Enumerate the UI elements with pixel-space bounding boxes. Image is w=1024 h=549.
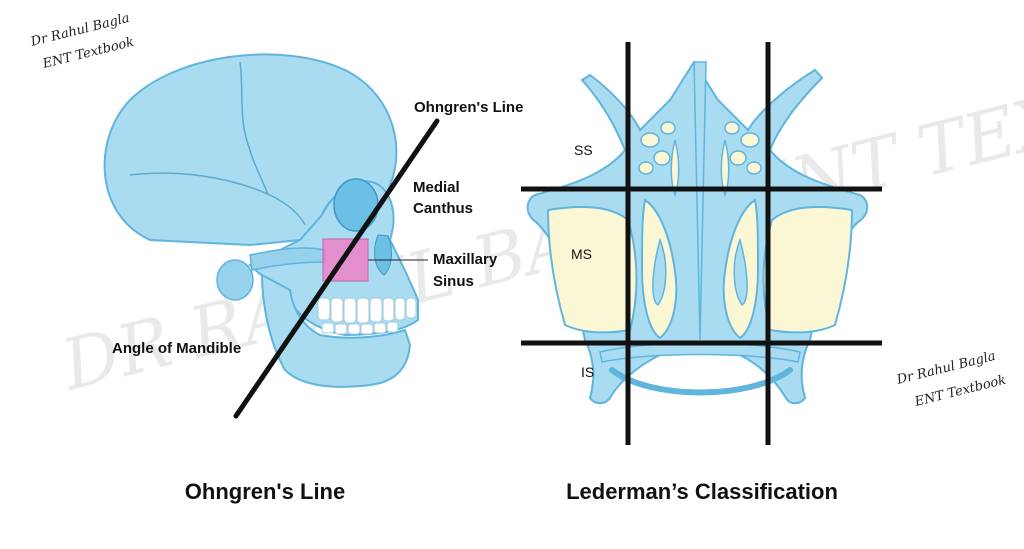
caption-ohngrens-line: Ohngren's Line: [185, 479, 345, 504]
right-inferior-turbinate: [733, 237, 748, 307]
label-ohngren-line: Ohngren's Line: [414, 99, 523, 116]
sinus-coronal-illustration: [526, 60, 869, 405]
lower-teeth: [321, 321, 399, 335]
ethmoid-air-cells: [638, 121, 762, 198]
nasal-aperture: [374, 234, 392, 276]
caption-ledermans-classification: Lederman’s Classification: [566, 479, 838, 504]
label-medial-canthus-line1: Medial: [413, 179, 460, 196]
left-inferior-turbinate: [652, 237, 667, 307]
upper-teeth: [317, 297, 417, 324]
orbit: [333, 178, 379, 232]
right-maxillary-sinus: [762, 206, 854, 334]
label-maxillary-sinus-line1: Maxillary: [433, 251, 498, 268]
alveolar-arch: [609, 367, 793, 396]
coronal-suture: [239, 61, 269, 196]
mastoid: [216, 259, 254, 301]
nasal-septum: [693, 61, 707, 341]
squamous-suture: [129, 172, 306, 226]
label-medial-canthus-line2: Canthus: [413, 200, 473, 217]
zone-label-is: IS: [581, 364, 594, 380]
left-maxillary-sinus: [546, 206, 638, 334]
skull-illustration: [103, 53, 419, 388]
zone-label-ms: MS: [571, 246, 592, 262]
label-angle-of-mandible: Angle of Mandible: [112, 340, 241, 357]
skull-mandible: [260, 273, 412, 388]
ohngren-line: [233, 118, 440, 419]
label-maxillary-sinus-line2: Sinus: [433, 273, 474, 290]
zone-label-ss: SS: [574, 142, 593, 158]
